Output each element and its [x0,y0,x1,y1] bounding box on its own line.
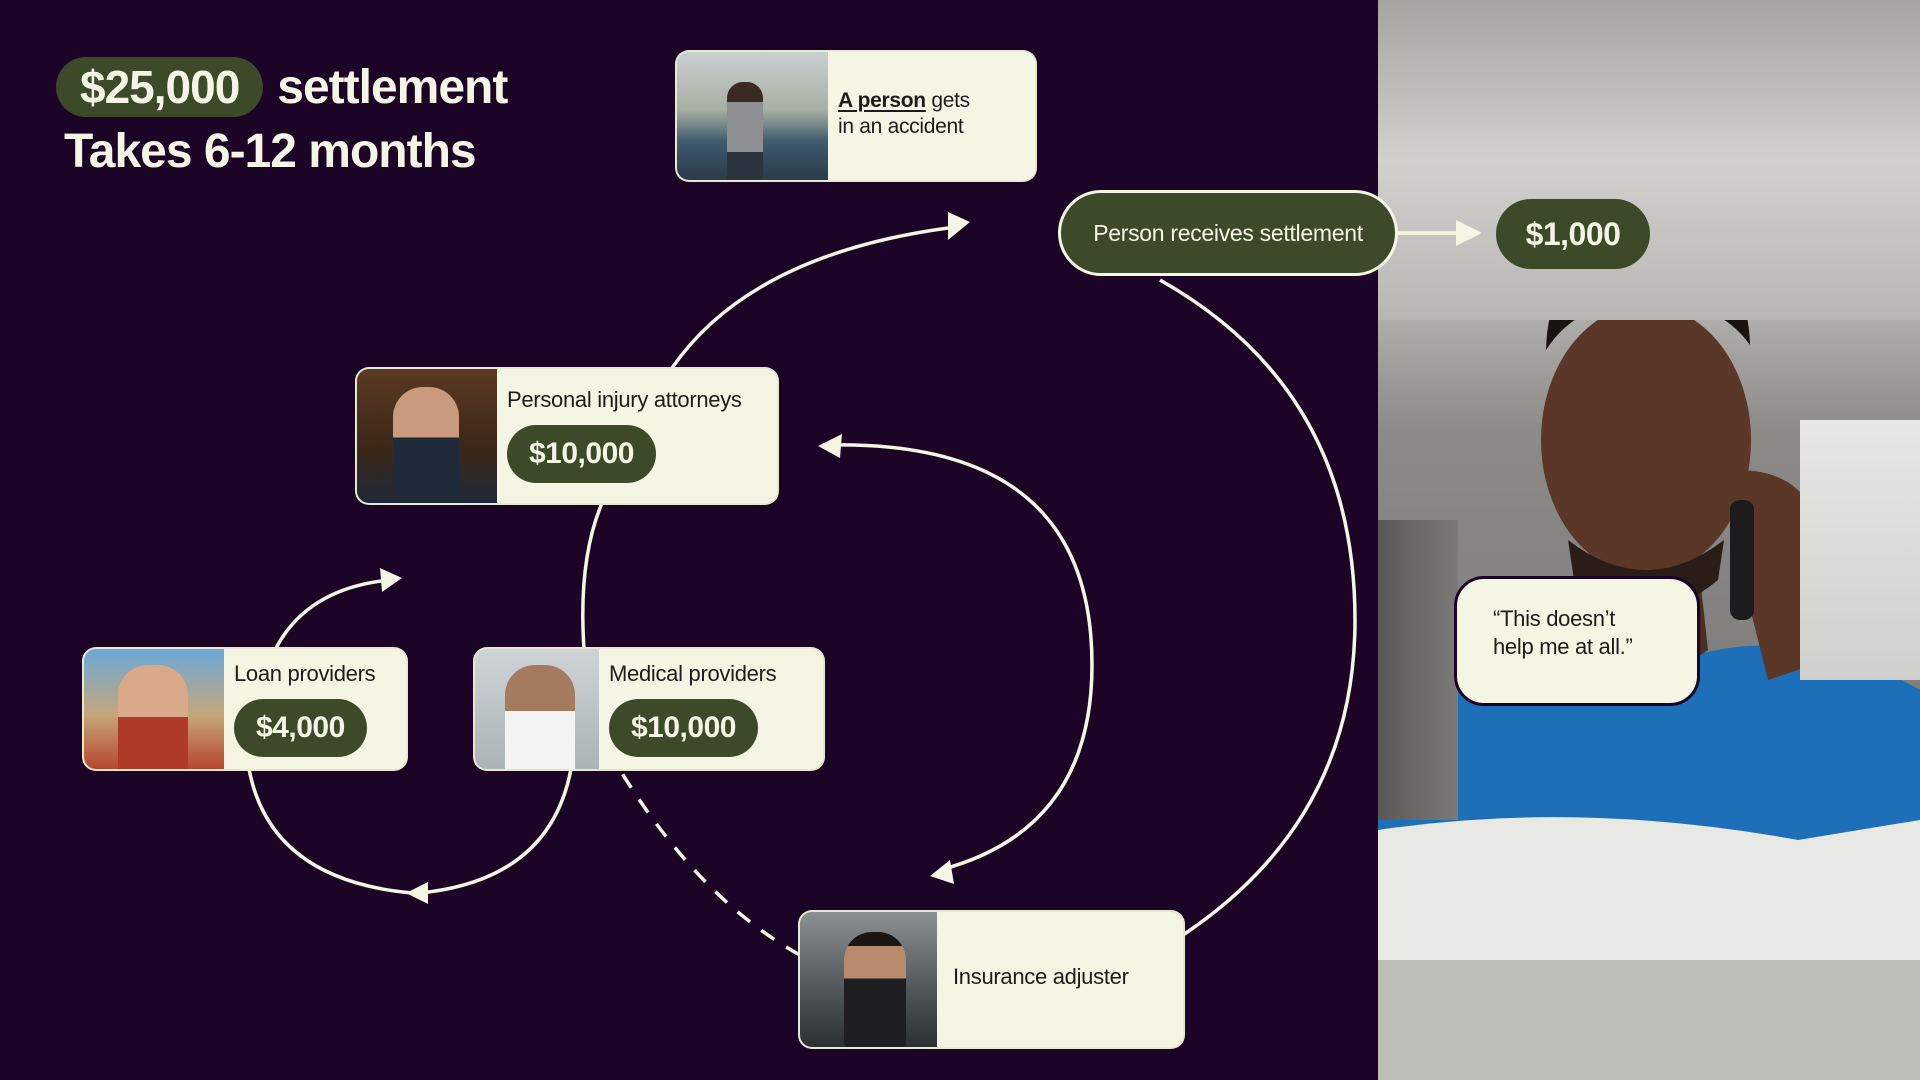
title-word: settlement [277,60,508,114]
duration-subtitle: Takes 6-12 months [64,125,477,178]
loan-label: Loan providers [234,661,376,686]
attorneys-label: Personal injury attorneys [507,387,742,412]
accident-label: A person gets in an accident [838,88,1023,140]
photo-door [1378,520,1458,820]
attorneys-amount: $10,000 [507,425,656,483]
insurance-card: Insurance adjuster [800,912,1183,1047]
insurance-adjuster-photo [800,912,937,1047]
quote-line-1: “This doesn’t [1493,606,1616,631]
accident-card: A person gets in an accident [677,52,1035,180]
quote-line-2: help me at all.” [1493,634,1633,659]
medical-amount: $10,000 [609,699,758,757]
doctor-photo [475,649,599,769]
speech-bubble: “This doesn’t help me at all.” [1454,576,1700,706]
man-figure [1378,245,1920,1080]
photo-window [1800,420,1920,680]
attorneys-card: Personal injury attorneys $10,000 [357,369,777,503]
accident-label-bold: A person [838,89,926,112]
photo-wall [1378,0,1920,320]
loan-card: Loan providers $4,000 [84,649,406,769]
settlement-node: Person receives settlement [1058,190,1398,276]
medical-card: Medical providers $10,000 [475,649,823,769]
medical-label: Medical providers [609,661,777,686]
loan-provider-photo [84,649,224,769]
insurance-label: Insurance adjuster [953,964,1129,989]
accident-photo [677,52,828,180]
loan-amount: $4,000 [234,699,367,757]
accident-label-line2: in an accident [838,115,964,138]
title-row: $25,000 settlement [56,56,508,118]
accident-label-rest: gets [925,89,970,112]
attorney-photo [357,369,497,503]
settlement-amount-badge: $25,000 [56,57,264,117]
payout-amount-badge: $1,000 [1496,199,1650,269]
man-on-phone-photo [1378,0,1920,1080]
